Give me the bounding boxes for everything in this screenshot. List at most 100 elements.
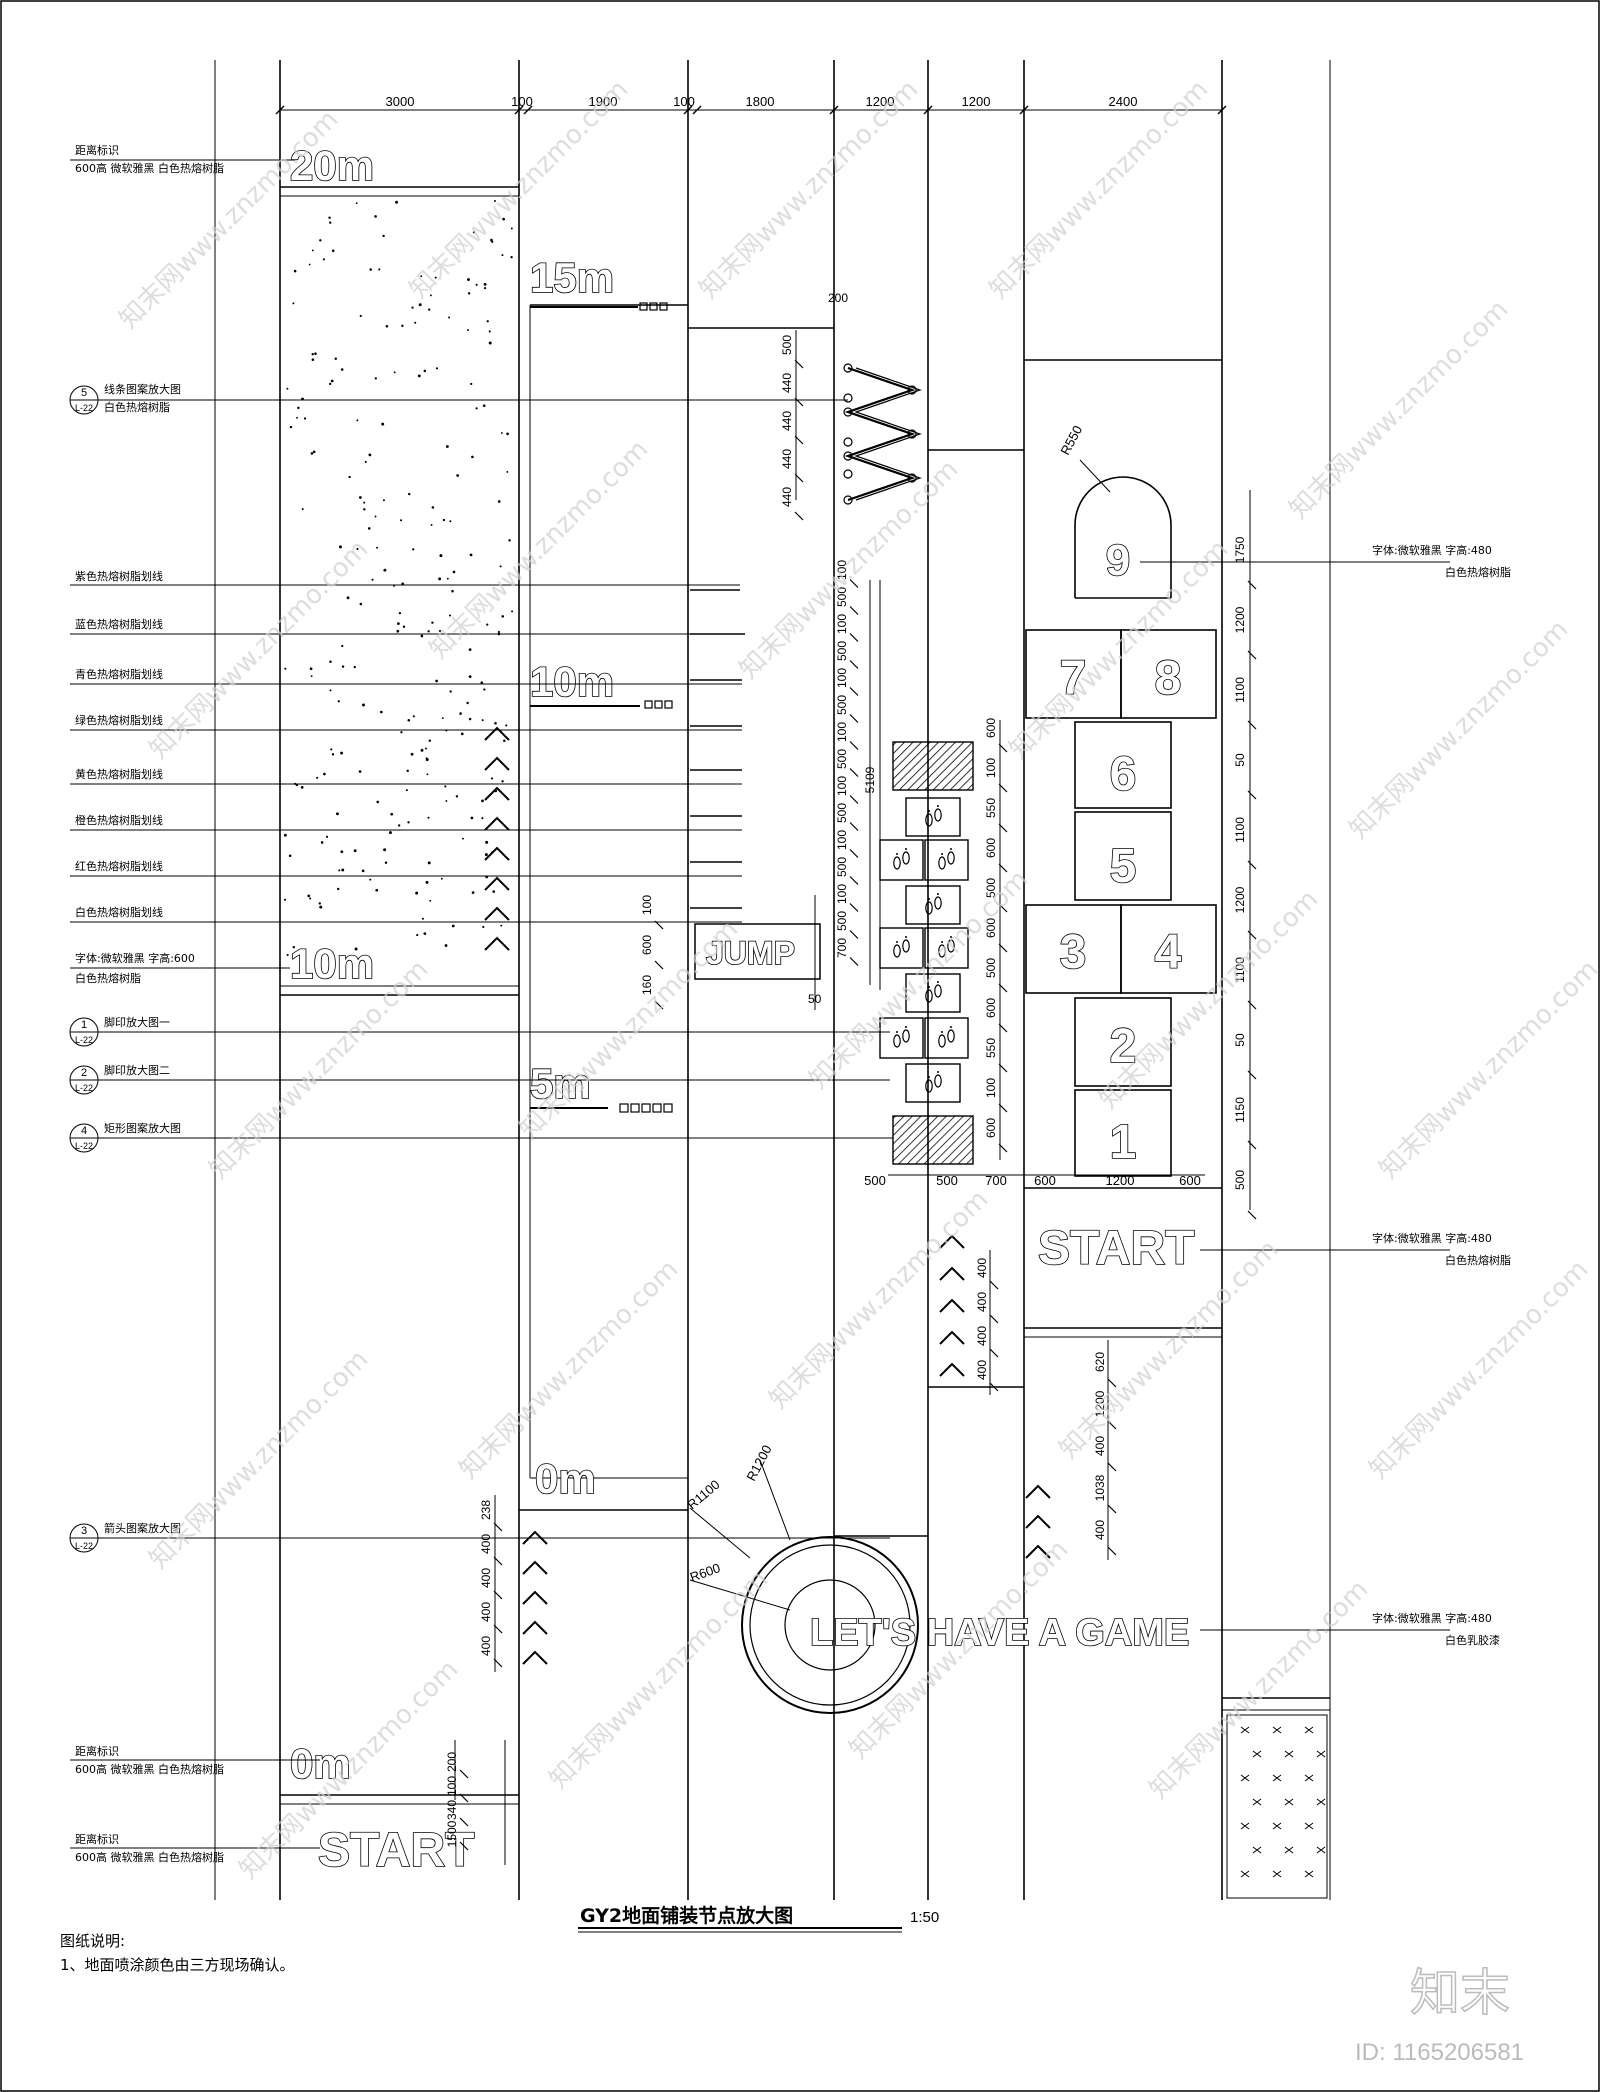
dim-lane-5: 500 bbox=[835, 695, 849, 715]
speckle-dot bbox=[482, 404, 486, 407]
speckle-dot bbox=[310, 675, 313, 678]
speckle-dot bbox=[492, 890, 496, 893]
speckle-dot bbox=[292, 302, 295, 305]
watermark-text: 知末网www.znzmo.com bbox=[204, 954, 435, 1185]
speckle-dot bbox=[374, 515, 377, 518]
watermark-text: 知末网www.znzmo.com bbox=[1094, 884, 1325, 1115]
dim-lane-tick-9 bbox=[849, 822, 859, 831]
dim-jump-50: 50 bbox=[808, 992, 822, 1006]
dim-feet-tick-4 bbox=[998, 903, 1008, 913]
speckle-dot bbox=[297, 406, 300, 410]
dim-feetbottom-0: 500 bbox=[864, 1173, 886, 1188]
dim-feet-1: 100 bbox=[984, 758, 998, 778]
speckle-dot bbox=[363, 508, 366, 511]
speckle-dot bbox=[311, 358, 315, 361]
speckle-dot bbox=[451, 589, 454, 593]
dim-feet-10: 600 bbox=[984, 1118, 998, 1138]
speckle-dot bbox=[311, 353, 314, 356]
speckle-dot bbox=[506, 432, 509, 436]
lane-stripes bbox=[690, 589, 745, 909]
speckle-dot bbox=[438, 629, 442, 632]
speckle-dot bbox=[412, 548, 415, 551]
dim-lane-tick-11 bbox=[849, 876, 859, 885]
speckle-dot bbox=[424, 747, 427, 750]
speckle-dot bbox=[429, 899, 432, 902]
watermark-text: 知末网www.znzmo.com bbox=[984, 74, 1215, 305]
speckle-dot bbox=[405, 789, 408, 792]
cross-mark bbox=[1272, 1774, 1282, 1782]
speckle-dot bbox=[376, 546, 378, 549]
speckle-dot bbox=[415, 891, 419, 895]
footprint-icon bbox=[938, 847, 955, 870]
speckle-dot bbox=[289, 425, 293, 429]
dim-chevleft-1: 400 bbox=[479, 1534, 493, 1554]
speckle-dot bbox=[303, 417, 307, 420]
speckle-dot bbox=[503, 739, 506, 743]
dim-chevmid-3: 400 bbox=[975, 1360, 989, 1380]
speckle-dot bbox=[341, 644, 344, 648]
speckle-dot bbox=[435, 679, 438, 683]
speckle-dot bbox=[398, 611, 402, 615]
dim-lane-6: 100 bbox=[835, 722, 849, 742]
dim-chevright-tick-0 bbox=[1107, 1378, 1117, 1388]
label-8: 红色热熔树脂划线 bbox=[75, 859, 163, 873]
dim-zigzag-tick-1 bbox=[794, 397, 804, 407]
speckle-dot bbox=[427, 861, 431, 865]
left-annotations: 距离标识 600高 微软雅黑 白色热熔树脂 线条图案放大图 白色热熔树脂 紫色热… bbox=[75, 143, 224, 1864]
dim-lane-tick-13 bbox=[849, 930, 859, 939]
speckle-dot bbox=[421, 917, 424, 920]
speckle-dot bbox=[484, 853, 488, 857]
dim-zigzag-1: 440 bbox=[780, 373, 794, 393]
speckle-dot bbox=[511, 610, 514, 613]
dim-feet-2: 550 bbox=[984, 798, 998, 818]
speckle-dot bbox=[434, 276, 437, 279]
speckle-dot bbox=[445, 800, 448, 802]
dim-lane-3: 500 bbox=[835, 641, 849, 661]
speckle-dot bbox=[468, 648, 472, 651]
speckle-dot bbox=[425, 880, 429, 884]
speckle-dot bbox=[407, 718, 411, 722]
speckle-dot bbox=[425, 758, 429, 762]
dim-chevright-tick-2 bbox=[1107, 1462, 1117, 1472]
dim-top-2: 1900 bbox=[589, 94, 618, 109]
speckle-dot bbox=[508, 539, 511, 542]
speckle-dot bbox=[471, 891, 475, 894]
dim-lane-tick-10 bbox=[849, 849, 859, 858]
speckle-dot bbox=[417, 374, 421, 378]
hop-7: 7 bbox=[1060, 652, 1087, 705]
dim-top-1: 100 bbox=[511, 94, 533, 109]
dim-chevright-3: 1038 bbox=[1093, 1474, 1107, 1501]
speckle-dot bbox=[369, 268, 372, 271]
dim-chevleft-tick-1 bbox=[493, 1556, 503, 1566]
speckle-dot bbox=[455, 795, 459, 798]
dim-feet-tick-1 bbox=[998, 783, 1008, 793]
speckle-dot bbox=[446, 577, 449, 580]
svg-text:L-22: L-22 bbox=[75, 1035, 93, 1045]
speckle-dot bbox=[502, 217, 505, 221]
cross-mark bbox=[1272, 1822, 1282, 1830]
speckle-dot bbox=[397, 622, 400, 625]
radius-r1100: R1100 bbox=[684, 1477, 722, 1512]
speckle-dot bbox=[470, 382, 473, 386]
jump-block: JUMP bbox=[694, 923, 821, 980]
speckle-dot bbox=[501, 780, 504, 783]
cross-mark bbox=[1304, 1870, 1314, 1878]
speckle-dot bbox=[501, 254, 504, 257]
dim-feetbottom-2: 700 bbox=[985, 1173, 1007, 1188]
label-1-a: 线条图案放大图 bbox=[104, 382, 181, 396]
cross-mark bbox=[1284, 1750, 1294, 1758]
speckle-dot bbox=[307, 894, 311, 898]
speckle-dot bbox=[337, 887, 340, 891]
speckle-dot bbox=[445, 445, 449, 448]
speckle-dot bbox=[430, 524, 433, 526]
speckle-dot bbox=[329, 221, 332, 224]
dim-lane-11: 500 bbox=[835, 857, 849, 877]
speckle-dot bbox=[486, 623, 489, 626]
dim-lane-tick-6 bbox=[849, 741, 859, 750]
speckle-dot bbox=[428, 739, 432, 742]
speckle-dot bbox=[428, 308, 431, 311]
svg-text:L-22: L-22 bbox=[75, 1541, 93, 1551]
dim-feetbottom-5: 600 bbox=[1179, 1173, 1201, 1188]
dim-feetbottom-1: 500 bbox=[936, 1173, 958, 1188]
